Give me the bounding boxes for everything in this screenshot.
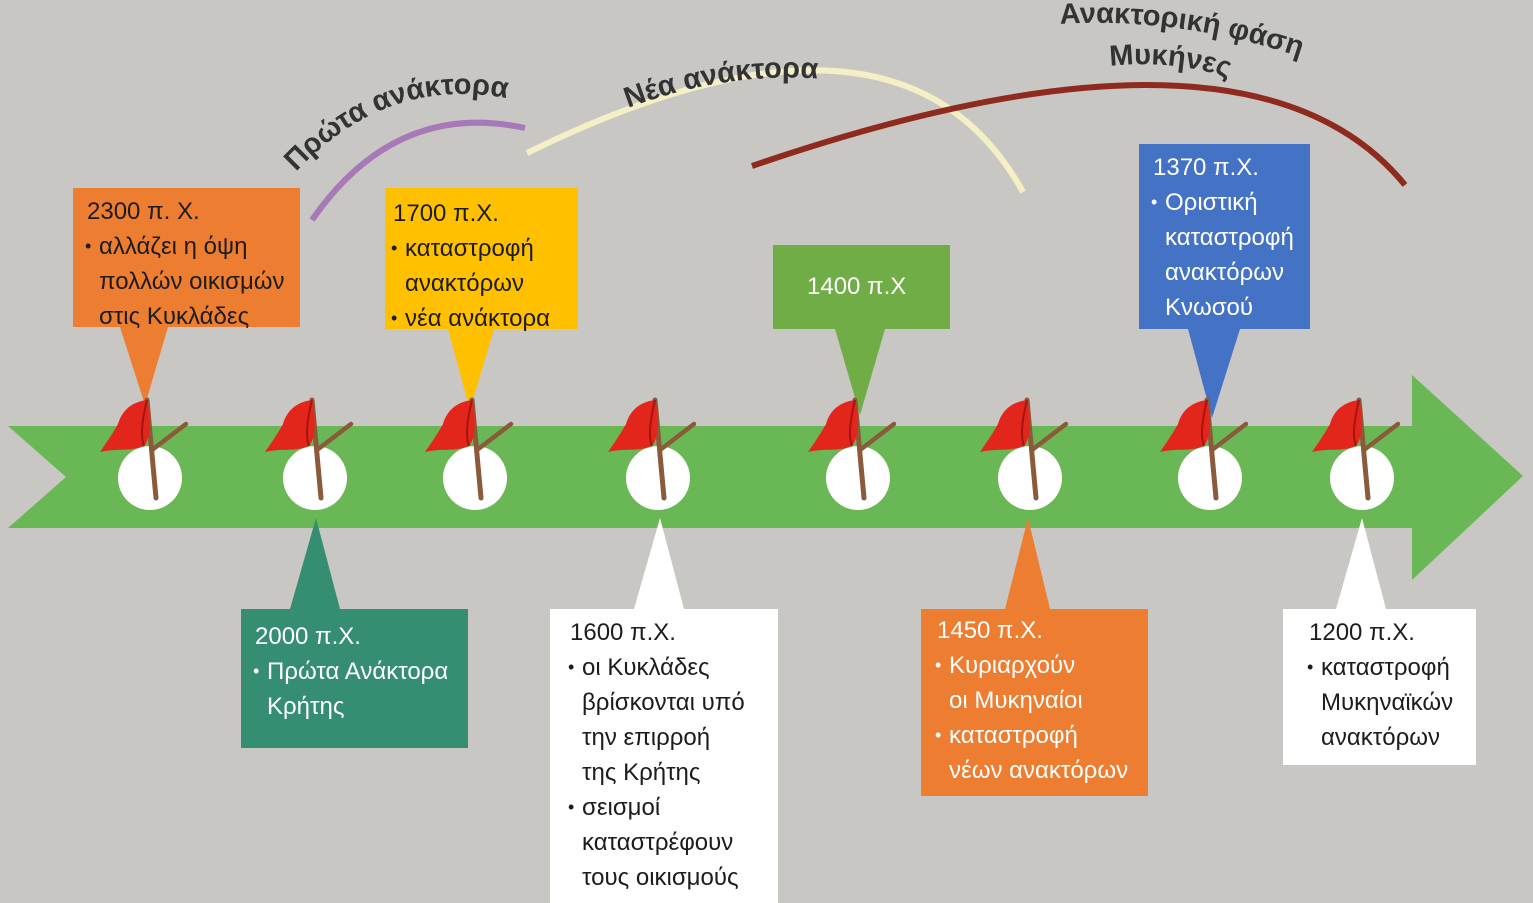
event-bullet-line: αλλάζει η όψη — [99, 233, 248, 260]
new-palaces-arc — [527, 70, 1023, 192]
event-year: 1370 π.Χ. — [1153, 154, 1259, 181]
event-bullet-line: καταστροφή — [1165, 224, 1294, 251]
timeline-arrow — [8, 375, 1523, 580]
event-bullet: Κυριαρχούν οι Μυκηναίοι — [935, 648, 1148, 718]
event-year: 1450 π.Χ. — [937, 617, 1043, 644]
callout-pointer — [1188, 329, 1240, 418]
event-box-1700bc: 1700 π.Χ. καταστροφή ανακτόρων νέα ανάκτορα — [385, 188, 578, 336]
event-year: 1600 π.Χ. — [570, 619, 676, 646]
event-bullet-line: σεισμοί — [582, 794, 661, 821]
event-year: 2000 π.Χ. — [255, 623, 361, 650]
flag-marker-icon — [1312, 397, 1401, 510]
event-bullet-line: καταστροφή — [949, 722, 1078, 749]
event-bullet-line: νέα ανάκτορα — [405, 305, 551, 332]
event-bullet: οι Κυκλάδες βρίσκονται υπό την επιρροή της … — [568, 650, 778, 790]
event-bullet-line: οι Κυκλάδες — [582, 654, 710, 681]
flag-marker-icon — [425, 397, 514, 510]
event-bullet-line: Κρήτης — [267, 693, 345, 720]
event-bullet-line: ανακτόρων — [1321, 724, 1440, 751]
callout-pointer — [1005, 518, 1050, 609]
callout-pointer — [835, 329, 885, 415]
event-bullet-line: Πρώτα Ανάκτορα — [267, 658, 449, 685]
event-bullet-line: Μυκηναϊκών — [1321, 689, 1454, 716]
event-box-1400bc: 1400 π.Χ — [773, 245, 950, 329]
callout-pointer — [634, 518, 684, 609]
event-box-2300bc: 2300 π. Χ. αλλάζει η όψη πολλών οικισμών στ… — [73, 188, 300, 330]
mycenae-phase-label-2: Μυκήνες — [1108, 39, 1235, 84]
event-year: 2300 π. Χ. — [87, 198, 200, 225]
flag-marker-icon — [100, 397, 189, 510]
callout-pointer — [448, 329, 494, 410]
event-bullet-line: στις Κυκλάδες — [99, 303, 250, 330]
event-bullet-line: Οριστική — [1165, 189, 1258, 216]
event-bullet-line: καταστρέφουν — [582, 829, 734, 856]
callout-pointer — [120, 327, 168, 405]
event-bullet-line: την επιρροή — [582, 724, 711, 751]
callout-pointer — [290, 518, 340, 609]
event-box-1450bc: 1450 π.Χ. Κυριαρχούν οι Μυκηναίοι καταστροφ… — [921, 609, 1148, 796]
flag-marker-icon — [1160, 397, 1249, 510]
event-box-1370bc: 1370 π.Χ. Οριστική καταστροφή ανακτόρωνΚνωσ… — [1139, 144, 1310, 329]
event-bullet-line: ανακτόρων — [1165, 259, 1284, 286]
event-bullet-line: καταστροφή — [1321, 654, 1450, 681]
event-bullets: καταστροφή ανακτόρων νέα ανάκτορα — [391, 231, 578, 336]
event-year: 1700 π.Χ. — [393, 200, 499, 227]
event-bullet: νέα ανάκτορα — [391, 301, 578, 336]
event-bullet: αλλάζει η όψη πολλών οικισμών στις Κυκλάδε… — [85, 229, 300, 334]
new-palaces-label: Νέα ανάκτορα — [620, 53, 820, 115]
callout-pointer — [1336, 518, 1386, 609]
event-year: 1400 π.Χ — [807, 273, 907, 300]
event-bullet-line: βρίσκονται υπό — [582, 689, 745, 716]
event-bullet-line: τους οικισμούς — [582, 864, 739, 891]
flag-marker-icon — [808, 397, 897, 510]
event-bullets: οι Κυκλάδες βρίσκονται υπό την επιρροή της … — [568, 650, 778, 895]
event-year: 1200 π.Χ. — [1309, 619, 1415, 646]
event-bullet-line: ανακτόρων — [405, 270, 524, 297]
event-bullet-line: Κνωσού — [1165, 294, 1254, 321]
flag-marker-icon — [608, 397, 697, 510]
event-bullet: σεισμοί καταστρέφουν τους οικισμούς — [568, 790, 778, 895]
event-bullet: καταστροφή νέων ανακτόρων — [935, 718, 1148, 788]
event-bullet-line: νέων ανακτόρων — [949, 757, 1129, 784]
event-bullets: αλλάζει η όψη πολλών οικισμών στις Κυκλάδε… — [85, 229, 300, 334]
event-bullet-line: της Κρήτης — [582, 759, 701, 786]
event-bullet-line: Κυριαρχούν — [949, 652, 1076, 679]
event-bullets: Κυριαρχούν οι Μυκηναίοι καταστροφή νέων ανα… — [935, 648, 1148, 788]
event-bullet-line: καταστροφή — [405, 235, 534, 262]
event-bullet-line: οι Μυκηναίοι — [949, 687, 1083, 714]
flag-marker-icon — [980, 397, 1069, 510]
event-bullet: καταστροφή ανακτόρων — [391, 231, 578, 301]
event-bullet-line: πολλών οικισμών — [99, 268, 285, 295]
flag-marker-icon — [265, 397, 354, 510]
event-box-1600bc: 1600 π.Χ. οι Κυκλάδες βρίσκονται υπό την επ… — [550, 609, 778, 903]
